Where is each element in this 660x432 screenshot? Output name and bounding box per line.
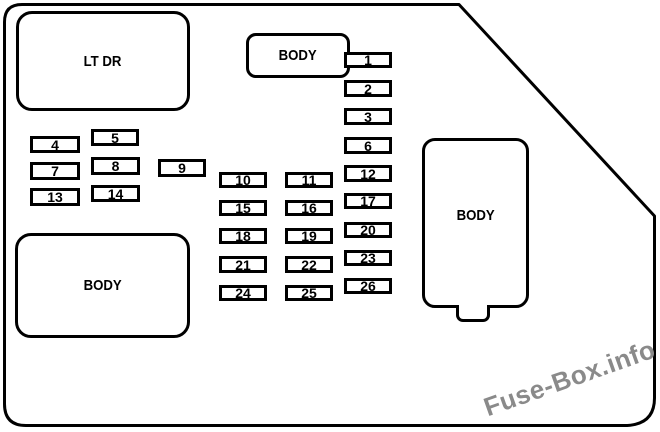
connector-lt-dr: LT DR (16, 11, 190, 111)
fuse-22: 22 (285, 256, 333, 273)
fuse-15: 15 (219, 200, 267, 216)
fuse-24: 24 (219, 285, 267, 301)
connector-body-top: BODY (246, 33, 350, 78)
fuse-21: 21 (219, 256, 267, 273)
fuse-23: 23 (344, 250, 392, 266)
fuse-7: 7 (30, 162, 80, 180)
fuse-26: 26 (344, 278, 392, 294)
connector-body-right: BODY (422, 138, 529, 308)
fuse-25: 25 (285, 285, 333, 301)
connector-body-right-tab (456, 305, 490, 322)
fuse-3: 3 (344, 108, 392, 125)
fuse-5: 5 (91, 129, 139, 146)
connector-lt-dr-label: LT DR (84, 52, 122, 70)
fuse-2: 2 (344, 80, 392, 97)
fuse-11: 11 (285, 172, 333, 188)
fuse-16: 16 (285, 200, 333, 216)
fuse-10: 10 (219, 172, 267, 188)
fuse-1: 1 (344, 52, 392, 68)
fuse-12: 12 (344, 165, 392, 182)
fuse-14: 14 (91, 185, 140, 202)
connector-body-top-label: BODY (278, 47, 318, 64)
fuse-19: 19 (285, 228, 333, 244)
fuse-13: 13 (30, 188, 80, 206)
connector-body-right-label: BODY (456, 206, 495, 224)
connector-body-left: BODY (15, 233, 190, 338)
fuse-8: 8 (91, 157, 140, 175)
fuse-20: 20 (344, 222, 392, 238)
connector-body-left-label: BODY (83, 277, 122, 294)
fuse-18: 18 (219, 228, 267, 244)
fuse-6: 6 (344, 137, 392, 154)
fuse-17: 17 (344, 193, 392, 209)
fuse-4: 4 (30, 136, 80, 153)
fuse-9: 9 (158, 159, 206, 177)
